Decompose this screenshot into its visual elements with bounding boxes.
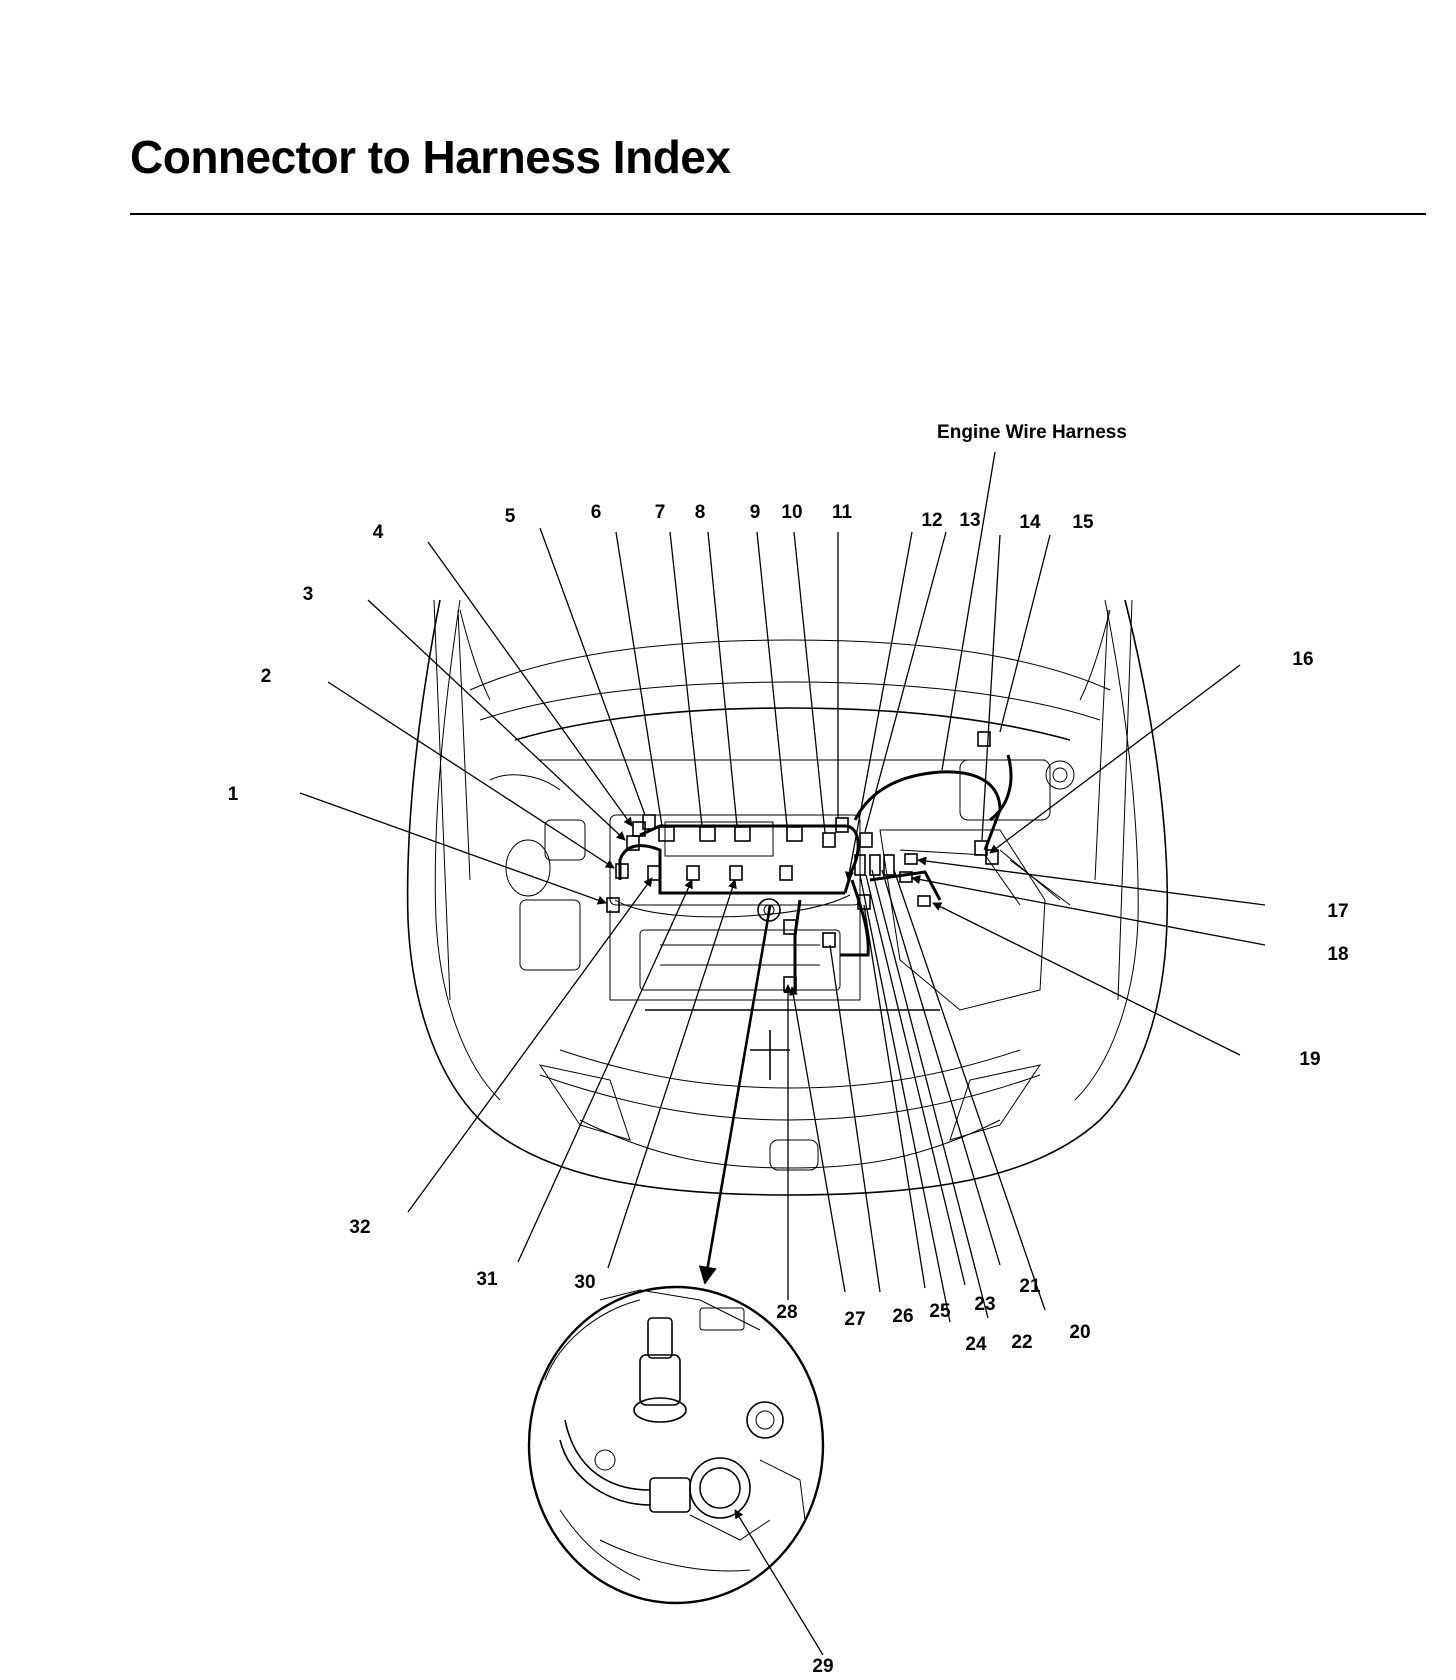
engine-assembly: [489, 759, 1075, 1080]
connector-label-14: 14: [1019, 512, 1041, 533]
connector-label-8: 8: [695, 502, 706, 523]
page-title: Connector to Harness Index: [130, 131, 731, 183]
connector-label-6: 6: [591, 502, 602, 523]
connector-label-19: 19: [1299, 1049, 1320, 1070]
leader-lines: [299, 451, 1266, 1323]
connector-label-21: 21: [1019, 1276, 1041, 1297]
connector-label-16: 16: [1292, 649, 1313, 670]
connector-label-28: 28: [776, 1302, 797, 1323]
connector-label-24: 24: [965, 1334, 987, 1355]
title-rule: [130, 213, 1426, 215]
connector-label-25: 25: [929, 1301, 951, 1322]
connector-label-29: 29: [812, 1656, 833, 1677]
connector-label-32: 32: [349, 1217, 370, 1238]
connector-label-9: 9: [750, 502, 761, 523]
connector-label-15: 15: [1072, 512, 1094, 533]
detail-inset: [527, 1285, 825, 1656]
connector-label-30: 30: [574, 1272, 595, 1293]
connector-label-31: 31: [476, 1269, 498, 1290]
vehicle-body-outline: [406, 599, 1169, 1196]
connector-label-17: 17: [1327, 901, 1348, 922]
connector-label-23: 23: [974, 1294, 995, 1315]
connector-label-2: 2: [261, 666, 272, 687]
connector-label-5: 5: [505, 506, 516, 527]
harness-label: Engine Wire Harness: [937, 422, 1127, 443]
connector-label-26: 26: [892, 1306, 913, 1327]
connector-label-11: 11: [832, 502, 853, 523]
connector-label-12: 12: [921, 510, 942, 531]
engine-wire-harness: [618, 754, 1013, 990]
connector-label-13: 13: [959, 510, 980, 531]
connector-label-7: 7: [655, 502, 666, 523]
connector-label-1: 1: [228, 784, 239, 805]
connector-label-20: 20: [1069, 1322, 1090, 1343]
connector-label-4: 4: [373, 522, 384, 543]
connector-label-3: 3: [303, 584, 314, 605]
connector-label-22: 22: [1011, 1332, 1032, 1353]
connector-label-18: 18: [1327, 944, 1348, 965]
connector-label-27: 27: [844, 1309, 865, 1330]
connector-label-10: 10: [781, 502, 802, 523]
